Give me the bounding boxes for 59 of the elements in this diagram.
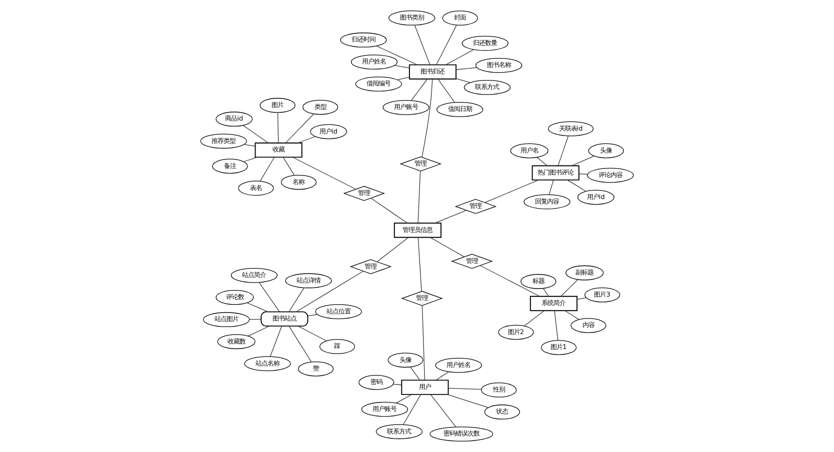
connector: [558, 136, 569, 166]
connector: [243, 156, 258, 162]
connector: [396, 394, 412, 404]
connector: [403, 394, 422, 425]
connector: [393, 384, 402, 386]
connector: [576, 297, 586, 300]
connector: [564, 310, 580, 320]
connector: [397, 76, 410, 80]
connector: [567, 180, 586, 192]
connector: [260, 156, 275, 182]
connector: [438, 78, 456, 103]
connector: [446, 394, 489, 408]
connector: [308, 314, 318, 316]
connector: [242, 125, 269, 144]
connector: [376, 46, 418, 66]
connector: [480, 265, 540, 297]
connector: [288, 326, 312, 362]
connector: [560, 279, 578, 296]
connector: [436, 372, 449, 380]
connector: [246, 302, 268, 312]
connector: [484, 180, 539, 203]
connector: [282, 156, 295, 176]
connector: [258, 282, 280, 312]
connector: [277, 112, 279, 144]
connector: [285, 114, 314, 144]
connector: [298, 136, 316, 144]
connector: [270, 326, 282, 357]
connector: [572, 156, 594, 166]
connector: [524, 310, 544, 326]
connector: [456, 67, 478, 70]
connector: [434, 210, 467, 224]
connector: [418, 237, 422, 292]
connector: [446, 49, 474, 66]
connector: [422, 305, 426, 380]
connector: [436, 24, 457, 65]
connector: [249, 318, 262, 320]
connector: [376, 237, 409, 262]
connector: [578, 174, 588, 175]
connector: [292, 156, 356, 190]
connector: [298, 326, 327, 342]
connector: [536, 157, 548, 166]
connector: [422, 78, 433, 158]
connector: [288, 288, 304, 312]
connector: [248, 326, 270, 336]
connector: [370, 198, 408, 224]
connector: [548, 180, 554, 195]
connector: [394, 65, 410, 68]
connector: [244, 144, 256, 147]
connector: [430, 394, 456, 428]
connector: [414, 24, 430, 65]
connector: [296, 270, 364, 312]
connector: [410, 78, 428, 101]
connector: [456, 78, 471, 83]
connector: [448, 388, 482, 390]
connector: [410, 366, 420, 380]
connector: [542, 288, 549, 297]
connector: [430, 237, 464, 258]
connector: [418, 170, 421, 224]
connector: [554, 310, 558, 341]
